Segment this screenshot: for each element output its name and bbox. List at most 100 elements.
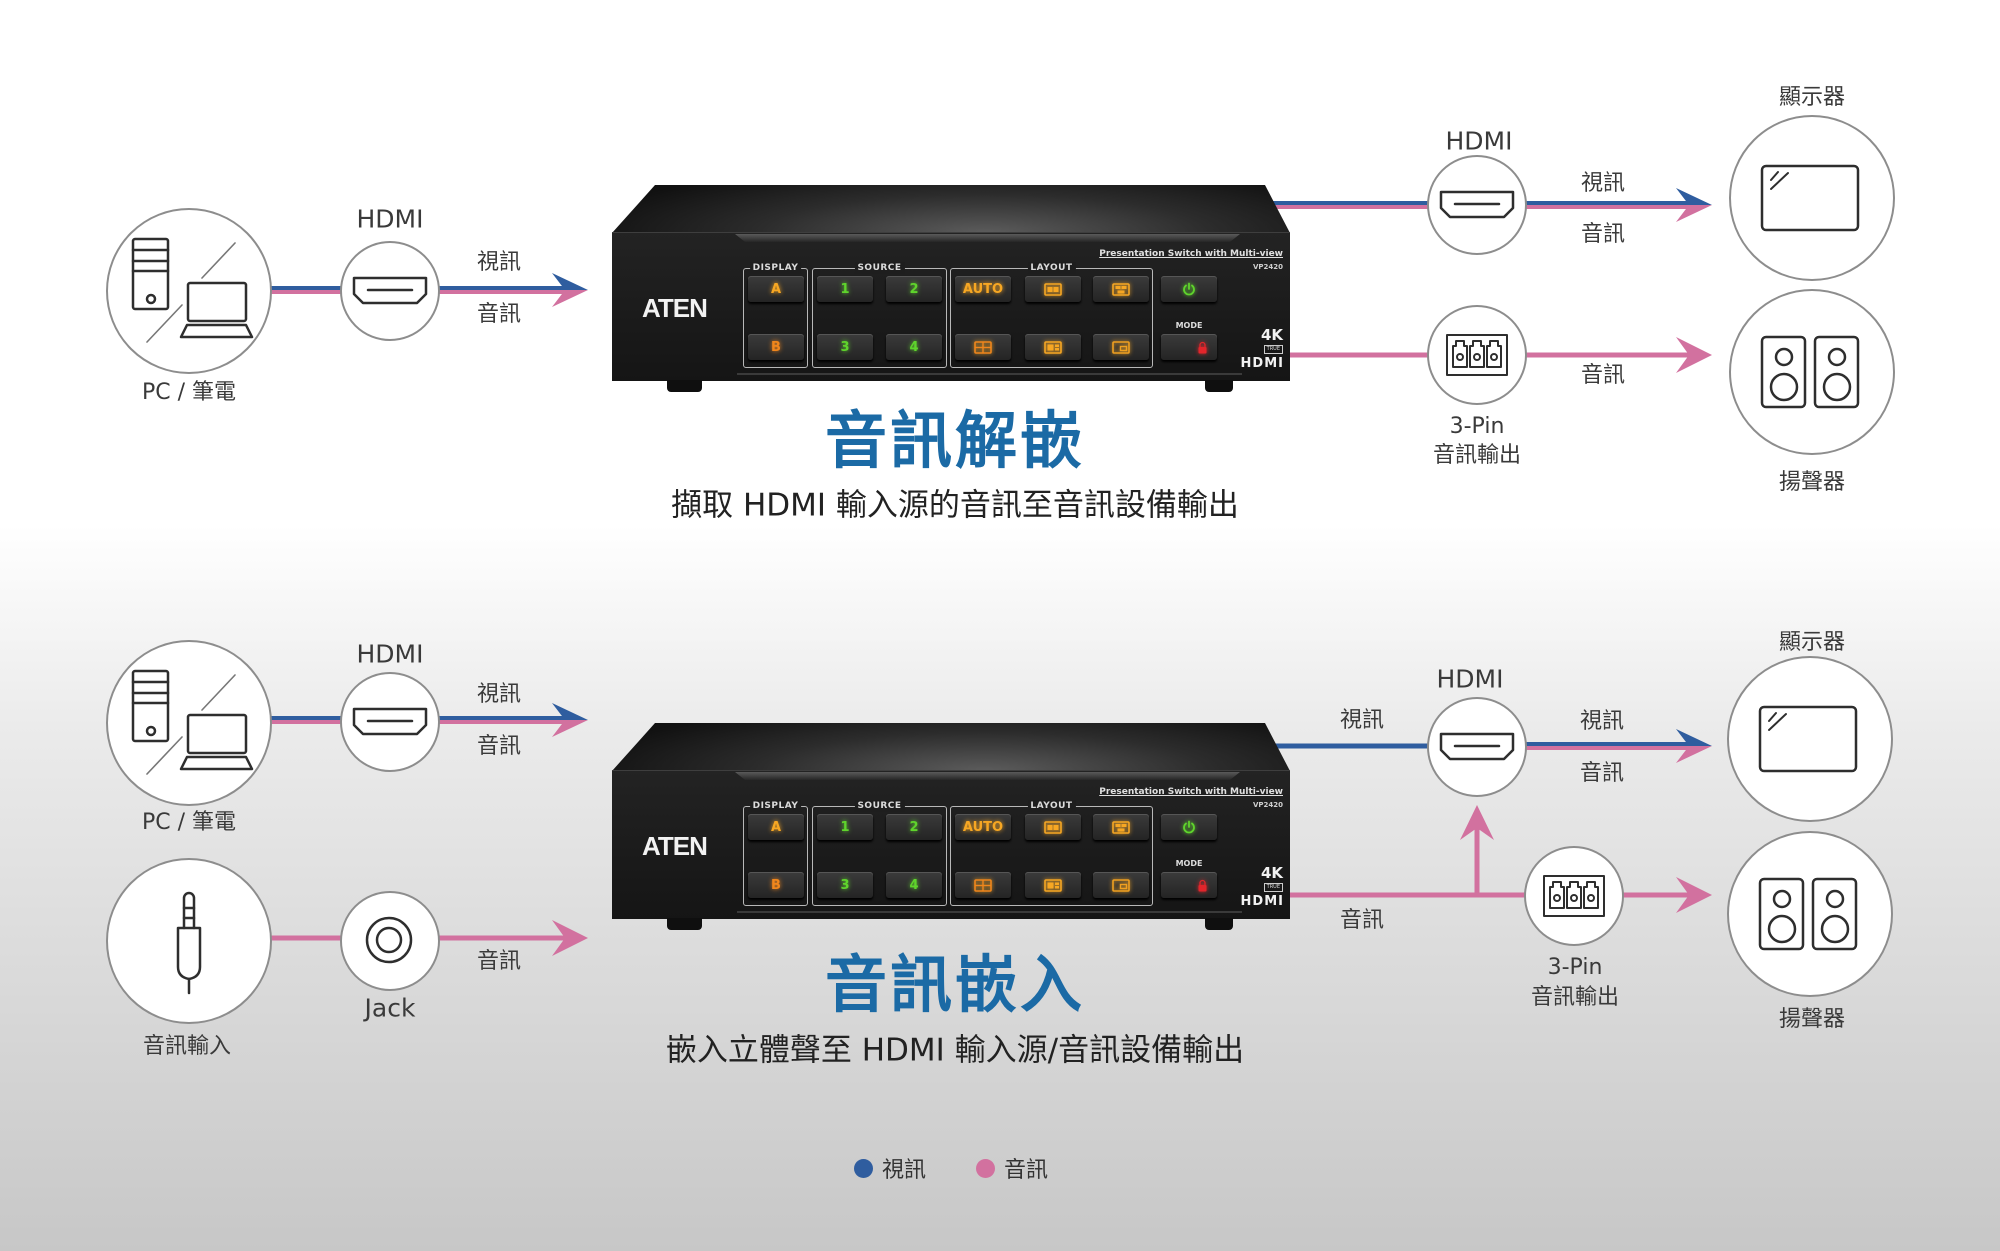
jack-input-node [340,891,440,991]
product-tagline: Presentation Switch with Multi-view [1099,787,1283,797]
4k-badge: 4K [1260,326,1283,344]
mode-button [1161,872,1217,898]
quad-view-icon [974,878,992,892]
hdmi-output-label: HDMI [1436,664,1504,694]
layout-quad-button [955,334,1011,360]
speaker-label: 揚聲器 [1778,470,1846,495]
power-button [1161,276,1217,302]
pc-laptop-label: PC / 筆電 [141,380,237,405]
jack-label: Jack [364,993,416,1023]
audio-input-node [106,858,272,1024]
device-foot-right [1205,380,1233,392]
quad-view-icon [974,340,992,354]
front-bevel [735,234,1240,242]
display-a-button: A [748,276,804,302]
model-number: VP2420 [1252,801,1283,809]
layout-triple-button [1093,814,1149,840]
arrow-head [1676,205,1712,222]
hdmi-output-label: HDMI [1445,126,1513,156]
layout-group: LAYOUT [950,262,1153,368]
device-foot-left [667,918,702,930]
device-foot-right [1205,918,1233,930]
display-label: 顯示器 [1778,85,1846,110]
audio-signal-label: 音訊 [1580,222,1626,247]
arrow-head [1676,877,1712,913]
true-badge: TRUE [1263,883,1283,892]
arrow-head [552,703,588,720]
hdmi-input-label: HDMI [356,639,424,669]
arrow-head [552,290,588,307]
presentation-switch-device: ATEN DISPLAY SOURCE LAYOUT A B 1 2 3 4 A… [610,183,1292,395]
audio-signal-label: 音訊 [476,949,522,974]
source-group-label: SOURCE [854,800,905,812]
arrow-head [1676,746,1712,763]
mode-button [1161,334,1217,360]
video-legend-label: 視訊 [882,1158,927,1183]
audio-signal-label: 音訊 [1339,908,1385,933]
brand-logo: ATEN [642,293,708,323]
picture-in-picture-icon [1112,878,1130,892]
dual-view-icon [1044,282,1062,296]
source-4-button: 4 [886,872,942,898]
source-group: SOURCE [812,262,947,368]
layout-group: LAYOUT [950,800,1153,906]
audio-legend-label: 音訊 [1004,1158,1049,1183]
front-bevel-bottom [737,373,1242,375]
signal-line-bottom-video-out [1268,729,1712,763]
layout-auto-button: AUTO [955,814,1011,840]
display-node [1727,656,1893,822]
legend: 視訊 音訊 [854,1156,1048,1183]
video-signal-label: 視訊 [476,250,522,275]
display-label: 顯示器 [1778,630,1846,655]
audio-output-label: 音訊輸出 [1432,443,1522,468]
video-signal-label: 視訊 [1580,171,1626,196]
video-signal-label: 視訊 [1339,708,1385,733]
source-1-button: 1 [817,814,873,840]
audio-output-label: 音訊輸出 [1530,985,1620,1010]
lock-icon [1198,341,1207,353]
triple-view-icon [1112,820,1130,834]
product-tagline: Presentation Switch with Multi-view [1099,249,1283,259]
speaker-node [1727,831,1893,997]
source-3-button: 3 [817,334,873,360]
device-foot-left [667,380,702,392]
layout-group-label: LAYOUT [1027,262,1076,274]
power-icon [1183,820,1195,834]
front-bevel-bottom [737,911,1242,913]
device-top-surface [612,723,1290,771]
arrow-head-up [1460,805,1494,840]
video-signal-label: 視訊 [476,682,522,707]
hdmi-logo: HDMI [1240,356,1284,371]
3pin-label: 3-Pin [1547,955,1603,980]
arrow-head [552,273,588,290]
arrow-head [552,720,588,737]
audio-signal-label: 音訊 [1580,363,1626,388]
power-button [1161,814,1217,840]
arrow-head [1676,729,1712,746]
audio-signal-label: 音訊 [476,734,522,759]
layout-dual-button [1025,276,1081,302]
section-title-deembed: 音訊解嵌 [824,404,1086,477]
audio-legend-dot [976,1158,996,1178]
hdmi-logo: HDMI [1240,894,1284,909]
signal-line-top-hdmi-out [1268,188,1712,222]
layout-main-plus-two-button [1025,872,1081,898]
3pin-label: 3-Pin [1449,414,1505,439]
display-node [1729,115,1895,281]
mode-label: MODE [1175,859,1203,868]
video-legend-dot [854,1158,873,1178]
model-number: VP2420 [1252,263,1283,271]
power-icon [1183,282,1195,296]
display-b-button: B [748,872,804,898]
audio-signal-label: 音訊 [1579,761,1625,786]
dual-view-icon [1044,820,1062,834]
section-title-embed: 音訊嵌入 [824,948,1086,1021]
layout-triple-button [1093,276,1149,302]
video-signal-label: 視訊 [1579,709,1625,734]
device-front-panel: ATEN DISPLAY SOURCE LAYOUT A B 1 2 3 4 A… [612,770,1290,919]
display-a-button: A [748,814,804,840]
arrow-head [1676,188,1712,205]
mode-label: MODE [1175,321,1203,330]
display-b-button: B [748,334,804,360]
